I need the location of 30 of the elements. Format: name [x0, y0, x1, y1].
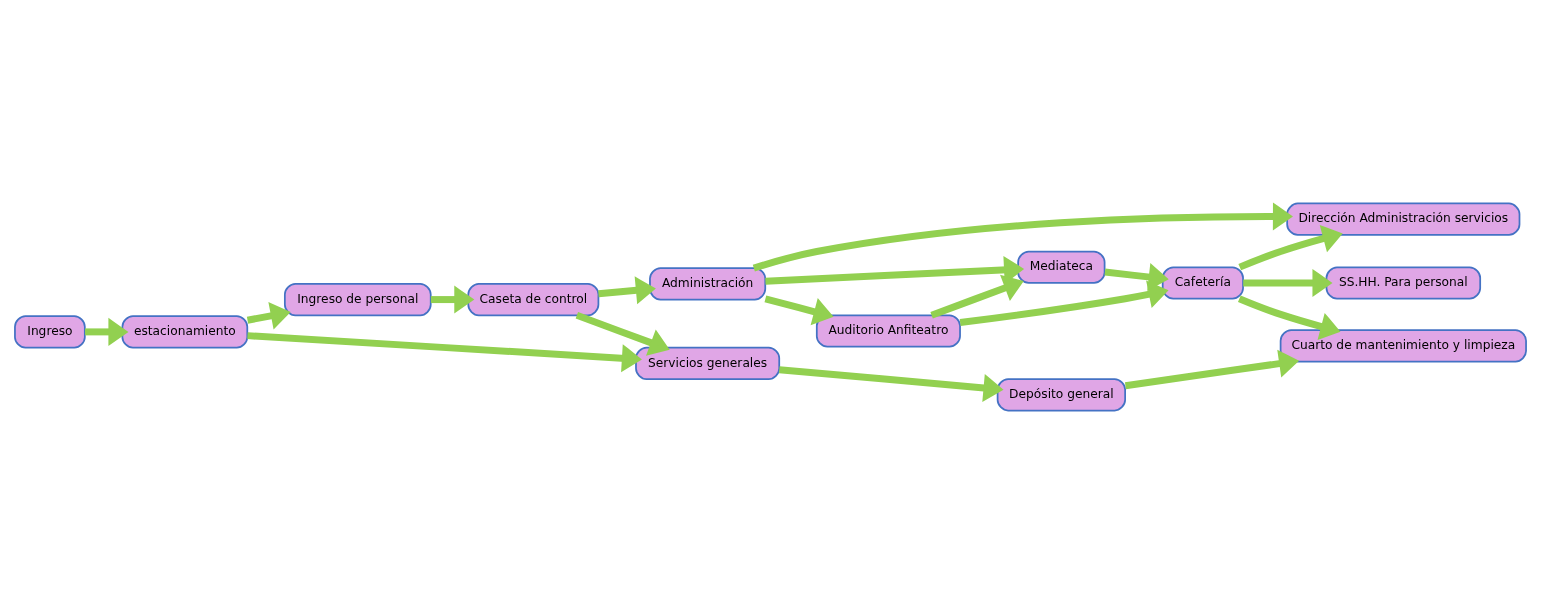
- arrow: [1238, 224, 1343, 270]
- arrow: [85, 317, 129, 346]
- arrow: [779, 365, 1004, 402]
- arrow: [1124, 349, 1300, 389]
- node-box: estacionamiento: [121, 314, 249, 348]
- arrow: [1238, 295, 1341, 340]
- arrow: [959, 280, 1169, 326]
- arrow: [430, 285, 475, 314]
- node-box: Administración: [649, 266, 767, 300]
- arrow: [1104, 262, 1169, 291]
- node-box: Caseta de control: [467, 282, 600, 316]
- arrow: [765, 255, 1025, 285]
- node-box: Dirección Administración servicios: [1286, 202, 1521, 236]
- arrow: [930, 274, 1024, 319]
- node-box: Auditorio Anfiteatro: [815, 313, 961, 348]
- arrow: [764, 294, 834, 325]
- arrow: [247, 331, 642, 372]
- node-box: Ingreso: [14, 314, 86, 348]
- node-box: Cuarto de mantenimiento y limpieza: [1279, 328, 1527, 362]
- arrow: [598, 275, 656, 304]
- arrow: [1243, 268, 1333, 297]
- node-box: Servicios generales: [635, 346, 781, 380]
- node-box: Ingreso de personal: [283, 282, 432, 316]
- arrow: [752, 202, 1293, 271]
- node-box: Depósito general: [996, 377, 1126, 411]
- node-box: Cafetería: [1161, 265, 1244, 300]
- arrow: [575, 311, 670, 356]
- arrow: [246, 301, 291, 330]
- node-box: SS.HH. Para personal: [1325, 265, 1482, 300]
- node-box: Mediateca: [1017, 250, 1106, 284]
